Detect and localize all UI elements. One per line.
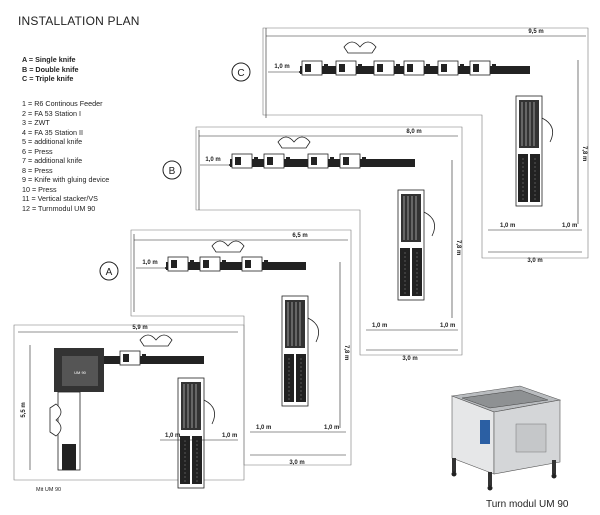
layout-a-label: A [106, 267, 113, 278]
layout-b: B 1,0 m 8,0 m 7,8 m 1,0 m 1,0 m 3,0 m [162, 126, 463, 362]
legend-item-a: A = Single knife [22, 55, 76, 64]
svg-text:5,9 m: 5,9 m [132, 325, 147, 331]
svg-text:1,0 m: 1,0 m [222, 433, 237, 439]
legend-item-1: 1 = R6 Continous Feeder [22, 99, 103, 108]
knife-legend: A = Single knife B = Double knife C = Tr… [22, 55, 79, 84]
layout-c-label: C [237, 68, 244, 79]
svg-text:3,0 m: 3,0 m [289, 460, 304, 466]
legend-item-b: B = Double knife [22, 64, 79, 74]
legend-item-8: 8 = Press [22, 165, 53, 175]
component-legend: 1 = R6 Continous Feeder 2 = FA 53 Statio… [22, 99, 109, 213]
svg-text:1,0 m: 1,0 m [165, 433, 180, 439]
um90-caption: Mit UM 90 [36, 487, 62, 493]
svg-text:1,0 m: 1,0 m [324, 425, 339, 431]
svg-text:7,8 m: 7,8 m [581, 146, 587, 161]
legend-item-9: 9 = Knife with gluing device [22, 175, 110, 184]
legend-item-11: 11 = Vertical stacker/VS [22, 194, 98, 203]
legend-item-6: 6 = Press [22, 146, 53, 156]
layout-c: C 1,0 m 9,5 m 7,8 m 1,0 m 1,0 m 3,0 m [231, 27, 589, 264]
svg-text:7,8 m: 7,8 m [343, 345, 349, 360]
svg-text:3,0 m: 3,0 m [527, 258, 542, 264]
svg-text:UM 90: UM 90 [74, 370, 87, 375]
legend-item-7: 7 = additional knife [22, 156, 83, 165]
legend-item-c: C = Triple knife [22, 74, 74, 83]
svg-text:1,0 m: 1,0 m [440, 323, 455, 329]
svg-text:1,0 m: 1,0 m [142, 260, 157, 266]
layout-um90: 5,9 m 5,5 m UM 90 1,0 m 1,0 m [13, 324, 245, 489]
legend-item-12: 12 = Turnmodul UM 90 [22, 203, 96, 213]
svg-text:5,5 m: 5,5 m [21, 402, 27, 417]
svg-text:8,0 m: 8,0 m [406, 129, 421, 135]
svg-text:1,0 m: 1,0 m [500, 223, 515, 229]
page-title: INSTALLATION PLAN [18, 14, 140, 28]
legend-item-10: 10 = Press [22, 184, 57, 194]
legend-item-5: 5 = additional knife [22, 137, 83, 146]
svg-text:1,0 m: 1,0 m [274, 64, 289, 70]
svg-text:1,0 m: 1,0 m [205, 157, 220, 163]
turn-modul-photo [450, 385, 562, 491]
svg-text:7,8 m: 7,8 m [455, 240, 461, 255]
layout-a: A 1,0 m 6,5 m 7,8 m 1,0 m 1,0 m 3,0 m [99, 229, 352, 466]
svg-text:6,5 m: 6,5 m [292, 233, 307, 239]
legend-item-3: 3 = ZWT [22, 118, 50, 127]
svg-text:3,0 m: 3,0 m [402, 356, 417, 362]
svg-text:9,5 m: 9,5 m [528, 29, 543, 35]
legend-item-4: 4 = FA 35 Station II [22, 127, 83, 137]
svg-text:1,0 m: 1,0 m [256, 425, 271, 431]
photo-caption: Turn modul UM 90 [486, 499, 569, 510]
svg-text:1,0 m: 1,0 m [372, 323, 387, 329]
svg-text:1,0 m: 1,0 m [562, 223, 577, 229]
legend-item-2: 2 = FA 53 Station I [22, 108, 81, 118]
layout-b-label: B [169, 166, 176, 177]
